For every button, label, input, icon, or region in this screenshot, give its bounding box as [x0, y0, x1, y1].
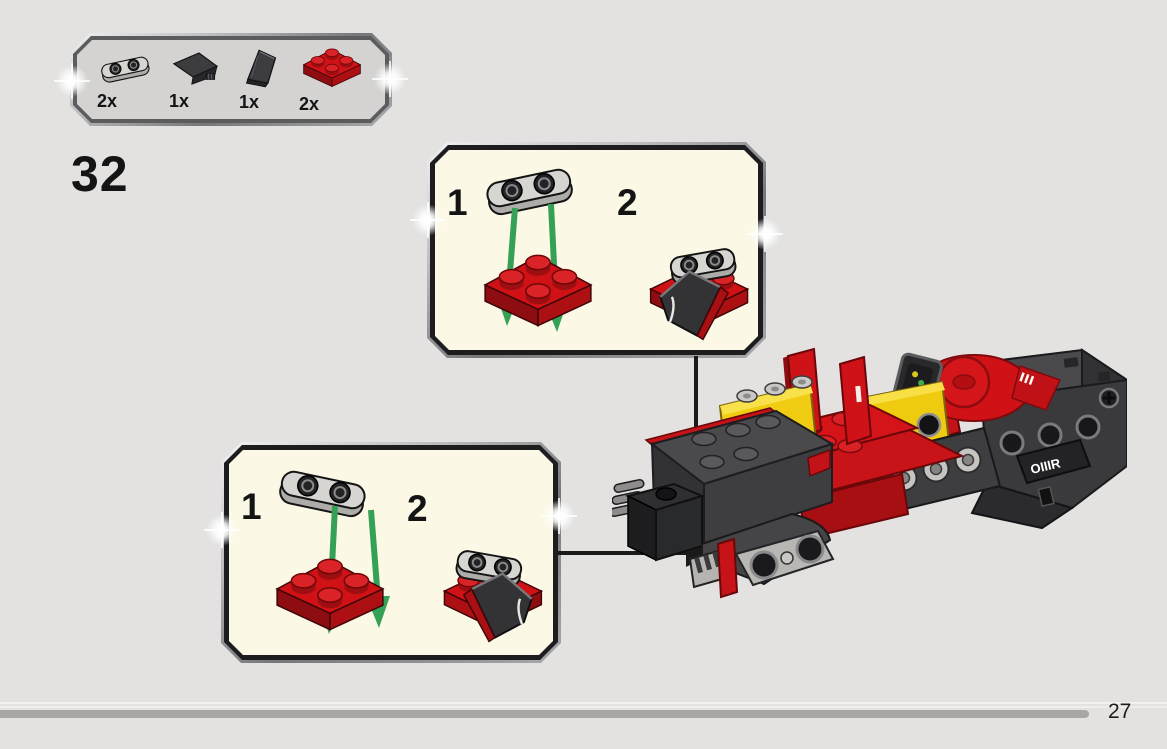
plate-round-1x2-gray-icon — [486, 168, 573, 216]
parts-callout: 2x 1x 1x — [52, 33, 410, 126]
wedge-right-black-icon — [245, 49, 277, 88]
front-lower — [688, 512, 835, 599]
page-number: 27 — [1108, 700, 1132, 723]
plate-round-1x2-gray-icon — [279, 470, 366, 518]
subassembly-icon — [648, 248, 750, 341]
instruction-box-lower: 1 2 — [202, 442, 579, 663]
substep-2-label: 2 — [617, 182, 638, 223]
wedge-left-black-icon — [172, 52, 219, 85]
sponsor-decal: OIIIR — [1029, 455, 1063, 477]
substep-2-label: 2 — [407, 488, 428, 529]
front-black-brick — [612, 478, 705, 562]
footer-rule — [0, 710, 1089, 718]
model-illustration: OIIIR — [612, 347, 1127, 599]
footer-highlight — [0, 702, 1167, 704]
ferrari-decal — [1019, 372, 1035, 386]
plate-2x2-red-icon — [483, 254, 593, 327]
part-count-label: 1x — [239, 92, 260, 112]
part-item: 2x — [299, 44, 365, 115]
plate-2x2-red-icon — [275, 558, 385, 631]
instruction-box-upper: 1 2 — [408, 142, 785, 358]
substep-1-label: 1 — [241, 486, 262, 527]
footer-highlight — [0, 706, 1167, 708]
plate-round-1x2-gray-icon — [101, 56, 150, 83]
step-number: 32 — [71, 146, 129, 202]
part-item: 1x — [169, 47, 223, 112]
part-count-label: 2x — [97, 91, 118, 111]
part-item: 1x — [239, 46, 283, 113]
plate-2x2-red-icon — [302, 48, 362, 88]
part-item: 2x — [97, 47, 153, 112]
part-count-label: 2x — [299, 94, 320, 114]
part-count-label: 1x — [169, 91, 190, 111]
substep-1-label: 1 — [447, 182, 468, 223]
subassembly-icon — [442, 550, 544, 643]
